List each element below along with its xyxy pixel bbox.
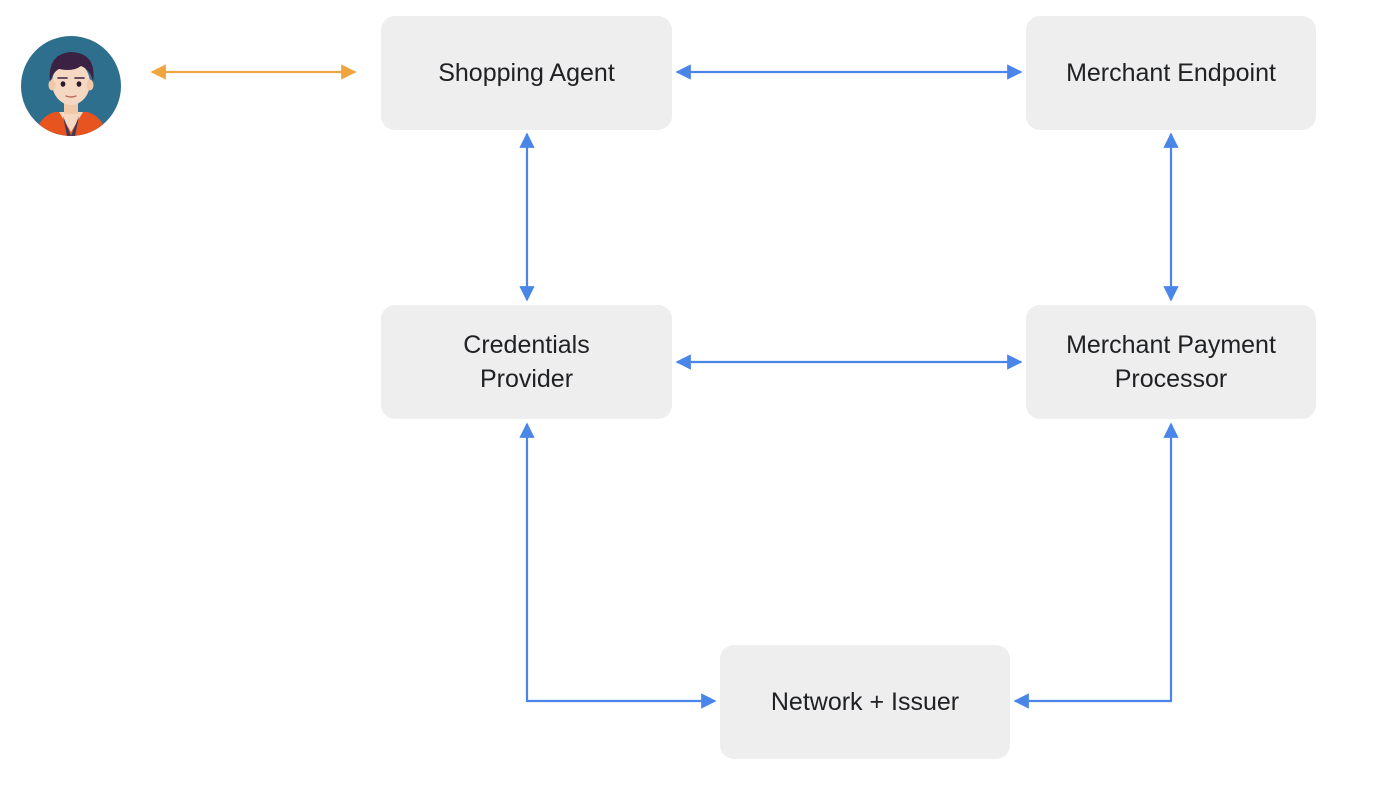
node-merchant-endpoint: Merchant Endpoint bbox=[1026, 16, 1316, 130]
node-label-line: Provider bbox=[479, 365, 574, 393]
node-label-line: Network + Issuer bbox=[770, 688, 960, 716]
node-label-line: Processor bbox=[1114, 365, 1228, 393]
node-label-line: Merchant Payment bbox=[1066, 331, 1276, 359]
node-shopping-agent: Shopping Agent bbox=[381, 16, 672, 130]
node-label-line: Credentials bbox=[463, 331, 590, 359]
node-merchant-payment-processor: Merchant Payment Processor bbox=[1026, 305, 1316, 419]
node-label: Merchant Payment Processor bbox=[1066, 328, 1276, 396]
node-label: Credentials Provider bbox=[463, 328, 589, 396]
node-credentials-provider: Credentials Provider bbox=[381, 305, 672, 419]
node-label: Shopping Agent bbox=[438, 56, 615, 90]
edge-credentials-provider-network-issuer bbox=[519, 422, 717, 709]
node-network-issuer: Network + Issuer bbox=[720, 645, 1010, 759]
node-label-line: Merchant Endpoint bbox=[1066, 59, 1276, 87]
node-label: Merchant Endpoint bbox=[1066, 56, 1276, 90]
node-label: Network + Issuer bbox=[771, 685, 959, 719]
user-avatar-icon bbox=[21, 36, 121, 136]
node-label-line: Shopping Agent bbox=[438, 59, 615, 87]
edge-payment-processor-network-issuer bbox=[1013, 422, 1179, 709]
